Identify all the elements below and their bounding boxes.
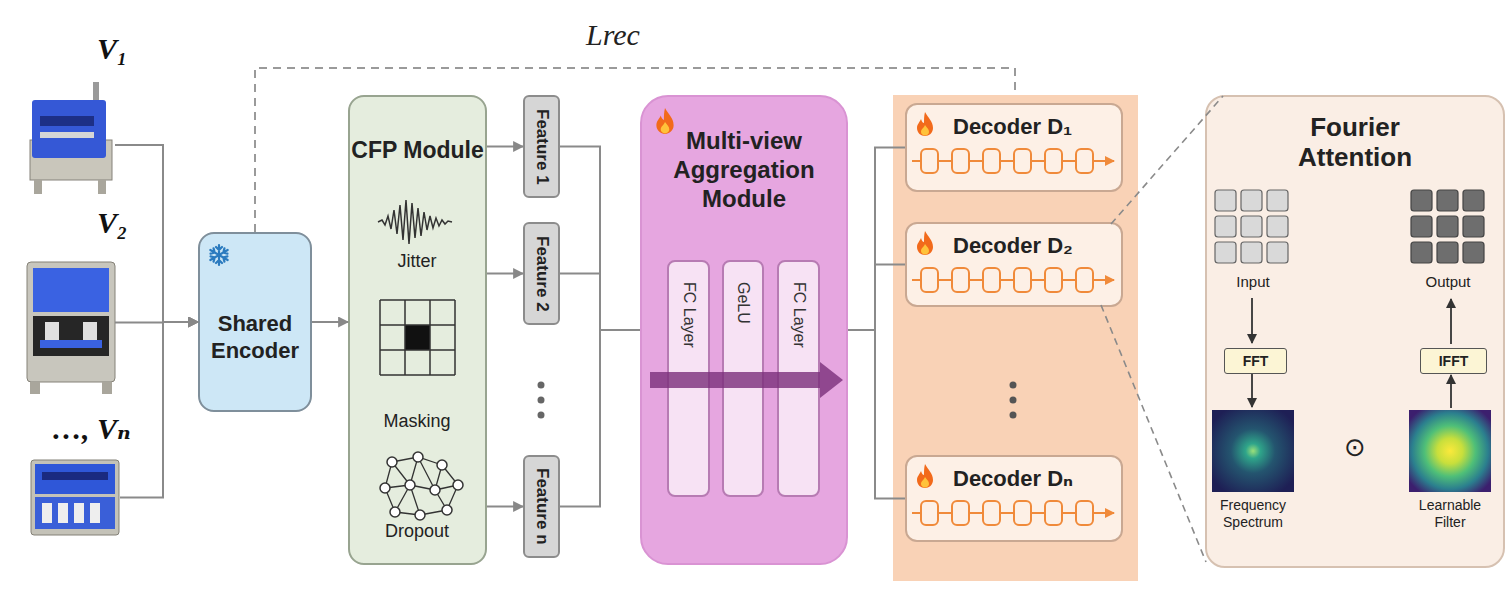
image-label: Frequency Spectrum — [1208, 497, 1298, 531]
decoder-box: Decoder D₂ — [905, 222, 1123, 307]
connector-body — [35, 464, 115, 494]
flow-connector — [487, 273, 523, 275]
view-label: V₁ — [97, 32, 127, 66]
ellipsis-dot — [1010, 382, 1017, 389]
connector-body — [33, 268, 109, 312]
connector-foot — [34, 180, 42, 194]
connector-foot — [30, 382, 40, 394]
feature-box: Feature n — [523, 455, 560, 558]
box-label: Decoder Dₙ — [953, 466, 1121, 492]
image-label: Learnable Filter — [1405, 497, 1495, 531]
box-label: GeLU — [734, 282, 752, 324]
connector-slot — [40, 116, 94, 126]
box-label: Multi-view Aggregation Module — [652, 127, 836, 213]
connector-contact — [74, 503, 84, 523]
layer-box: GeLU — [722, 260, 764, 497]
augment-label: Masking — [367, 411, 467, 432]
module-box: Multi-view Aggregation Module FC Layer GeL… — [640, 95, 848, 565]
box-label: IFFT — [1439, 353, 1469, 369]
connector-tab — [83, 322, 97, 348]
connector-contact — [90, 503, 100, 523]
connector-tab — [45, 322, 59, 348]
box-label: FFT — [1243, 353, 1269, 369]
grid-label: Output — [1398, 273, 1498, 290]
ellipsis-dot — [1010, 397, 1017, 404]
connector-pin — [93, 82, 99, 104]
connector-tongue — [40, 340, 102, 348]
connector-body — [32, 100, 106, 158]
box-label: Decoder D₂ — [953, 233, 1121, 259]
box-label: Feature 2 — [532, 236, 552, 312]
decoder-band — [893, 95, 1138, 581]
loss-label: Lrec — [586, 18, 640, 52]
flow-connector — [487, 506, 523, 508]
flow-connector — [848, 330, 905, 499]
connector-contact — [42, 503, 52, 523]
grid-label: Input — [1203, 273, 1303, 290]
view-label: V₂ — [97, 206, 127, 240]
box-label: Shared Encoder — [208, 310, 302, 365]
layer-box: FC Layer — [667, 260, 710, 497]
operator-symbol: ⊙ — [1335, 432, 1375, 463]
box-label: Decoder D₁ — [953, 114, 1121, 140]
feature-box: Feature 1 — [523, 95, 560, 198]
decoder-box: Decoder Dₙ — [905, 455, 1123, 542]
operation-box: FFT — [1224, 348, 1287, 374]
flow-connector — [115, 321, 198, 324]
decoder-box: Decoder D₁ — [905, 103, 1123, 192]
connector-contact — [58, 503, 68, 523]
connector-body — [35, 497, 115, 529]
input-view: V₂ — [25, 250, 115, 395]
box-label: FC Layer — [680, 282, 698, 348]
view-label: …, Vₙ — [52, 411, 131, 446]
flow-connector — [560, 147, 640, 331]
ellipsis-dot — [538, 412, 545, 419]
box-label: FC Layer — [790, 282, 808, 348]
flow-connector — [848, 148, 905, 331]
flow-connector — [312, 321, 348, 323]
flow-connector — [560, 274, 640, 331]
flow-connector — [848, 265, 905, 331]
connector-strip — [40, 132, 94, 138]
connector-opening — [33, 316, 109, 356]
connector-foot — [98, 180, 106, 194]
layer-box: FC Layer — [777, 260, 820, 497]
augment-label: Jitter — [367, 251, 467, 272]
input-view: …, Vₙ — [30, 455, 120, 540]
box-label: CFP Module — [350, 137, 485, 164]
augment-label: Dropout — [367, 521, 467, 542]
ellipsis-dot — [538, 397, 545, 404]
connector-metal — [27, 262, 115, 382]
flow-connector — [560, 330, 640, 507]
encoder-box: Shared Encoder — [198, 232, 312, 412]
box-label: Feature 1 — [532, 109, 552, 185]
connector-metal — [30, 140, 112, 180]
ellipsis-dot — [538, 382, 545, 389]
operation-box: IFFT — [1420, 348, 1487, 374]
input-view: V₁ — [25, 80, 115, 210]
feature-box: Feature 2 — [523, 222, 560, 325]
box-label: Fourier Attention — [1275, 113, 1435, 173]
flow-connector — [120, 322, 198, 498]
connector-metal — [31, 460, 119, 535]
connector-foot — [102, 382, 112, 394]
ellipsis-dot — [1010, 412, 1017, 419]
flow-connector — [487, 146, 523, 148]
module-box: CFP Module — [348, 95, 487, 565]
connector-slot — [42, 472, 108, 480]
box-label: Feature n — [532, 468, 552, 545]
